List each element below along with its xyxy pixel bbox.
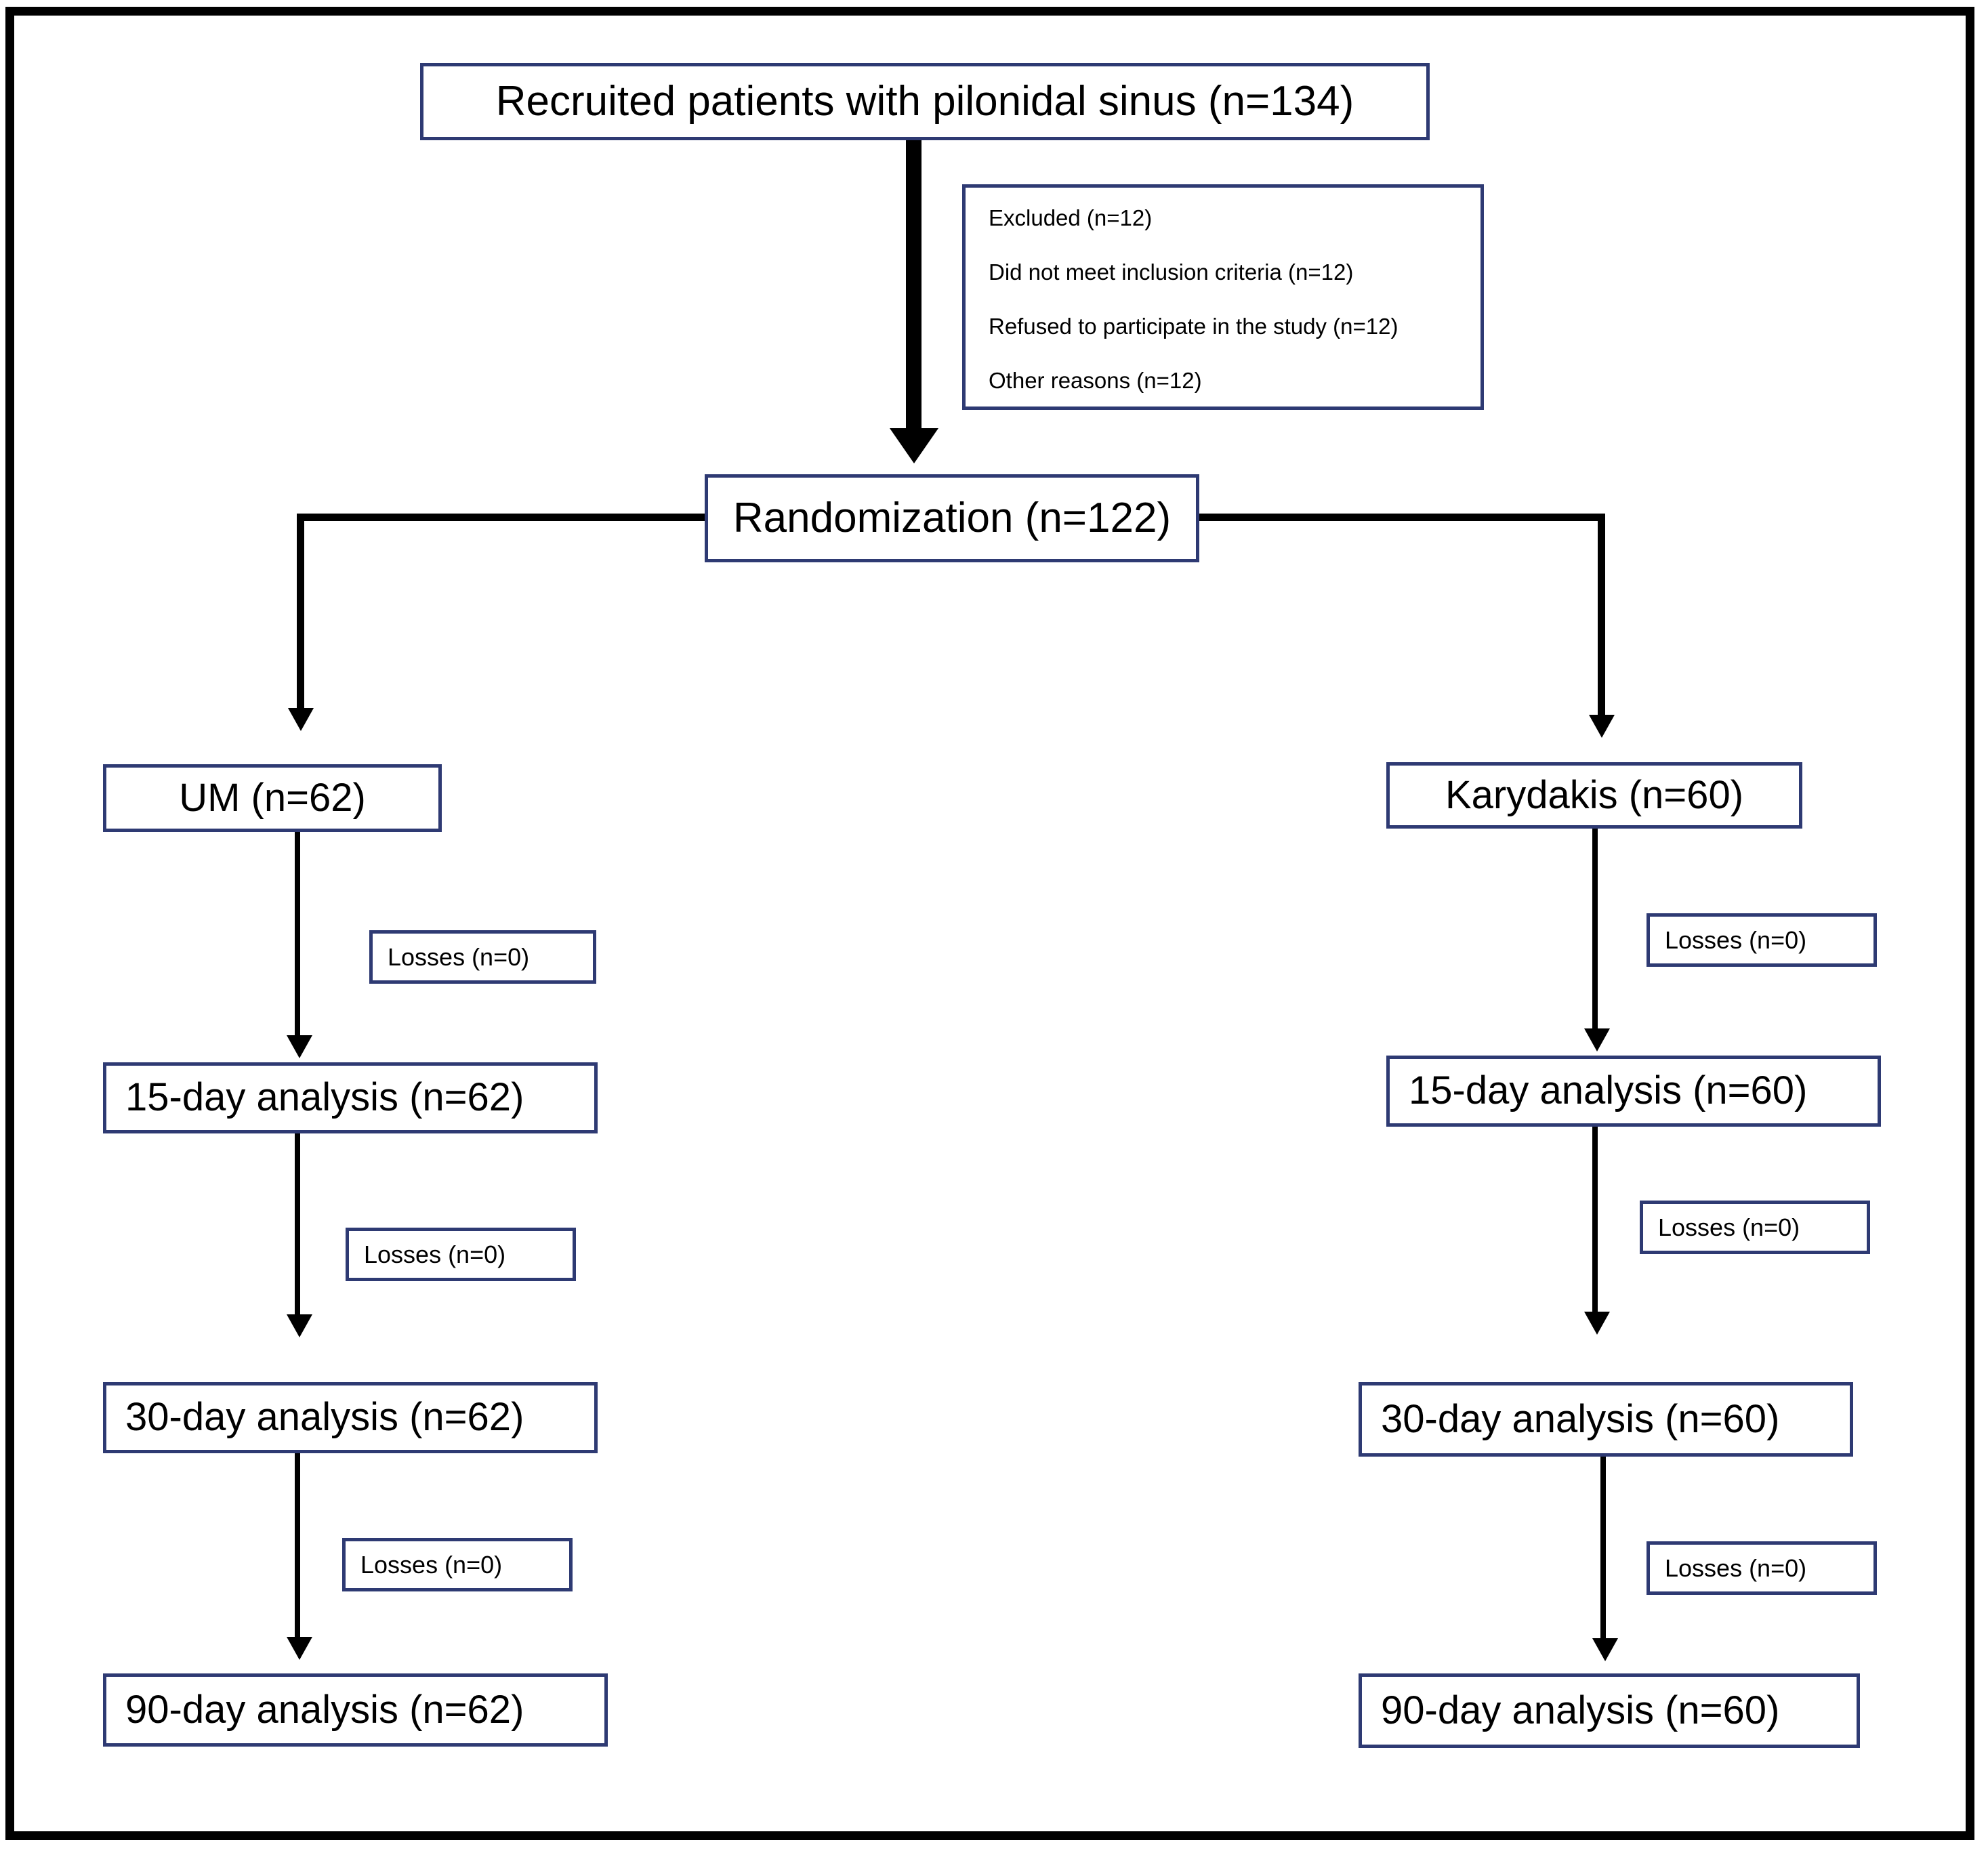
node-right-30day: 30-day analysis (n=60) [1359,1382,1853,1457]
connector-left-30day-to-90day [295,1453,300,1640]
connector-left-15day-arrowhead [287,1314,312,1337]
losses-box-right-3: Losses (n=0) [1647,1541,1877,1595]
connector-left-15day-to-30day [295,1133,300,1318]
losses-box-right-3-label: Losses (n=0) [1665,1554,1807,1582]
connector-right-karydakis-to-15day [1592,829,1598,1032]
connector-right-15day-arrowhead [1584,1312,1610,1335]
connector-left-um-arrowhead [287,1035,312,1058]
node-arm-um-label: UM (n=62) [179,775,366,820]
connector-right-karydakis-arrowhead [1584,1028,1610,1051]
connector-recruited-arrowhead [890,428,938,463]
connector-right-30day-arrowhead [1592,1638,1618,1661]
losses-box-right-1: Losses (n=0) [1647,913,1877,967]
connector-branch-left-arrowhead [288,708,314,731]
node-left-90day-label: 90-day analysis (n=62) [125,1687,524,1732]
losses-box-left-1-label: Losses (n=0) [388,942,530,971]
connector-branch-left-vertical [297,514,304,710]
node-left-90day: 90-day analysis (n=62) [103,1673,608,1747]
node-randomization-label: Randomization (n=122) [732,495,1172,542]
node-recruited-patients-label: Recruited patients with pilonidal sinus … [495,78,1354,125]
node-left-15day: 15-day analysis (n=62) [103,1062,598,1133]
losses-box-left-1: Losses (n=0) [369,930,596,984]
outer-frame-border [5,7,1974,1840]
excluded-line-1: Excluded (n=12) [989,205,1153,230]
losses-box-left-2-label: Losses (n=0) [364,1240,506,1268]
node-right-90day: 90-day analysis (n=60) [1359,1673,1860,1748]
connector-left-um-to-15day [295,832,300,1039]
node-arm-um: UM (n=62) [103,764,442,832]
node-arm-karydakis-label: Karydakis (n=60) [1445,772,1744,817]
connector-right-15day-to-30day [1592,1127,1598,1315]
excluded-line-2: Did not meet inclusion criteria (n=12) [989,259,1354,285]
node-left-30day: 30-day analysis (n=62) [103,1382,598,1453]
node-arm-karydakis: Karydakis (n=60) [1386,762,1802,829]
node-left-30day-label: 30-day analysis (n=62) [125,1395,524,1440]
node-right-15day: 15-day analysis (n=60) [1386,1056,1881,1127]
node-right-15day-label: 15-day analysis (n=60) [1409,1068,1808,1113]
connector-branch-right-vertical [1598,514,1605,717]
node-left-15day-label: 15-day analysis (n=62) [125,1075,524,1120]
connector-randomization-branch-right [1189,514,1605,521]
node-recruited-patients: Recruited patients with pilonidal sinus … [420,63,1430,140]
losses-box-left-3-label: Losses (n=0) [360,1550,503,1579]
losses-box-right-2-label: Losses (n=0) [1658,1213,1800,1241]
connector-left-30day-arrowhead [287,1637,312,1660]
node-right-30day-label: 30-day analysis (n=60) [1381,1396,1780,1441]
excluded-reasons-box: Excluded (n=12) Did not meet inclusion c… [962,184,1484,410]
excluded-line-4: Other reasons (n=12) [989,368,1202,393]
node-randomization: Randomization (n=122) [705,474,1199,562]
connector-branch-right-arrowhead [1589,715,1615,738]
node-right-90day-label: 90-day analysis (n=60) [1381,1688,1780,1732]
connector-randomization-branch-left [297,514,717,521]
losses-box-left-3: Losses (n=0) [342,1538,573,1591]
losses-box-right-1-label: Losses (n=0) [1665,925,1807,954]
connector-recruited-to-randomization [906,140,921,432]
losses-box-right-2: Losses (n=0) [1640,1201,1870,1254]
losses-box-left-2: Losses (n=0) [346,1228,576,1281]
excluded-line-3: Refused to participate in the study (n=1… [989,314,1399,339]
connector-right-30day-to-90day [1600,1457,1606,1641]
